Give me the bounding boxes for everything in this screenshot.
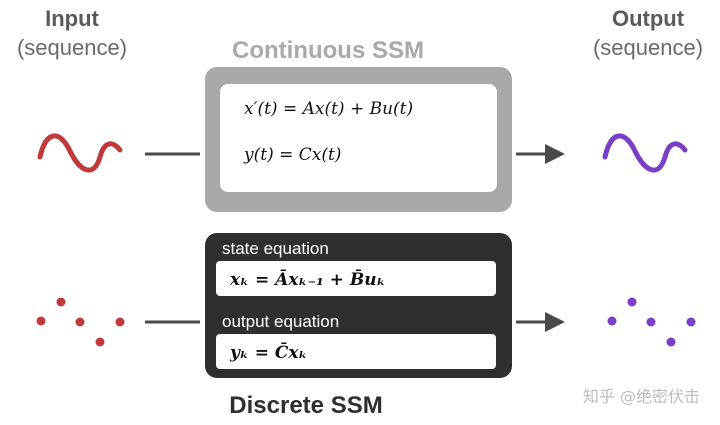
continuous-output-equation: y(t) = Cx(t) [243, 145, 341, 165]
output-title: Output [612, 6, 685, 31]
output-dot [627, 297, 637, 307]
output-equation-panel [216, 334, 496, 369]
output-equation-label: output equation [222, 312, 339, 331]
state-equation-panel [216, 261, 496, 296]
output-dot [646, 317, 656, 327]
continuous-output-arrowhead [545, 144, 565, 164]
input-subtitle: (sequence) [17, 35, 127, 60]
input-dot [95, 337, 105, 347]
discrete-state-equation: xₖ = Āxₖ₋₁ + B̄uₖ [229, 269, 385, 290]
continuous-ssm-title: Continuous SSM [232, 37, 424, 64]
output-dot [607, 316, 617, 326]
discrete-output-arrowhead [545, 312, 565, 332]
continuous-equation-panel [220, 84, 497, 192]
input-dot [36, 316, 46, 326]
input-sine-wave [37, 133, 123, 173]
input-title: Input [45, 6, 99, 31]
output-dot [666, 337, 676, 347]
watermark: 知乎 @绝密伏击 [583, 387, 700, 406]
output-dot [686, 317, 696, 327]
discrete-output-equation: yₖ = C̄xₖ [229, 342, 307, 363]
output-subtitle: (sequence) [593, 35, 703, 60]
continuous-state-equation: x′(t) = Ax(t) + Bu(t) [244, 99, 413, 119]
input-dot [56, 297, 66, 307]
discrete-ssm-title: Discrete SSM [229, 392, 382, 419]
output-sine-wave [602, 133, 688, 173]
input-dot [115, 317, 125, 327]
input-dot [75, 317, 85, 327]
state-equation-label: state equation [222, 239, 329, 258]
